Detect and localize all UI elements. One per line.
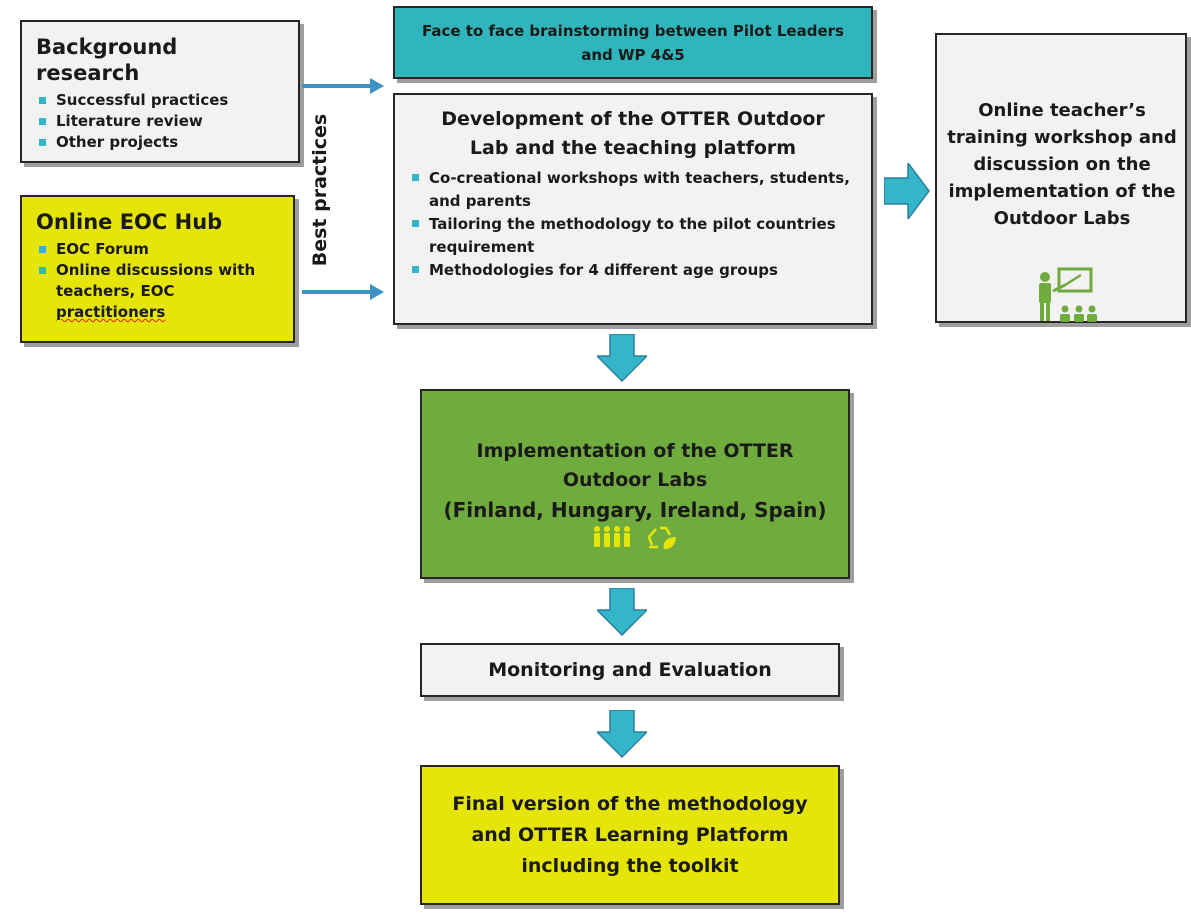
block-arrow-down-3 xyxy=(597,710,647,758)
training-text: Online teacher’s training workshop and d… xyxy=(947,100,1177,229)
arrow-right-bottom xyxy=(302,284,384,300)
list-item: Other projects xyxy=(36,132,284,153)
list-item: EOC Forum xyxy=(36,239,279,260)
teacher-presentation-icon xyxy=(1039,267,1097,322)
background-research-title: Background research xyxy=(36,35,178,85)
development-list: Co-creational workshops with teachers, s… xyxy=(409,167,857,282)
online-eoc-hub-title: Online EOC Hub xyxy=(36,210,223,234)
group-people-icon xyxy=(594,526,630,547)
block-arrow-right xyxy=(884,163,930,219)
monitoring-text: Monitoring and Evaluation xyxy=(488,659,772,681)
block-arrow-down-2 xyxy=(597,588,647,636)
development-title: Development of the OTTER Outdoor Lab and… xyxy=(441,108,825,159)
block-arrow-down-1 xyxy=(597,334,647,382)
list-item: Successful practices xyxy=(36,90,284,111)
list-item: Co-creational workshops with teachers, s… xyxy=(409,167,857,213)
best-practices-label: Best practices xyxy=(309,113,331,267)
final-version-box: Final version of the methodology and OTT… xyxy=(420,765,840,905)
list-item: Online discussions with teachers, EOC pr… xyxy=(36,260,279,323)
brainstorm-text: Face to face brainstorming between Pilot… xyxy=(422,21,844,64)
implementation-box: Implementation of the OTTER Outdoor Labs… xyxy=(420,389,850,579)
monitoring-box: Monitoring and Evaluation xyxy=(420,643,840,697)
final-version-text: Final version of the methodology and OTT… xyxy=(452,792,808,877)
implementation-countries: (Finland, Hungary, Ireland, Spain) xyxy=(443,498,827,522)
brainstorm-box: Face to face brainstorming between Pilot… xyxy=(393,6,873,79)
online-eoc-hub-box: Online EOC Hub EOC Forum Online discussi… xyxy=(20,195,295,343)
background-research-box: Background research Successful practices… xyxy=(20,20,300,163)
list-item: Tailoring the methodology to the pilot c… xyxy=(409,213,857,259)
training-box: Online teacher’s training workshop and d… xyxy=(935,33,1187,323)
online-eoc-hub-list: EOC Forum Online discussions with teache… xyxy=(36,239,279,323)
misspelled-word: practitioners xyxy=(56,303,166,321)
arrow-right-top xyxy=(302,78,384,94)
recycle-leaf-icon xyxy=(647,526,676,550)
list-item: Literature review xyxy=(36,111,284,132)
development-box: Development of the OTTER Outdoor Lab and… xyxy=(393,93,873,325)
implementation-icons xyxy=(432,525,838,551)
list-item: Methodologies for 4 different age groups xyxy=(409,259,857,282)
background-research-list: Successful practices Literature review O… xyxy=(36,90,284,153)
implementation-title: Implementation of the OTTER Outdoor Labs xyxy=(476,440,794,491)
